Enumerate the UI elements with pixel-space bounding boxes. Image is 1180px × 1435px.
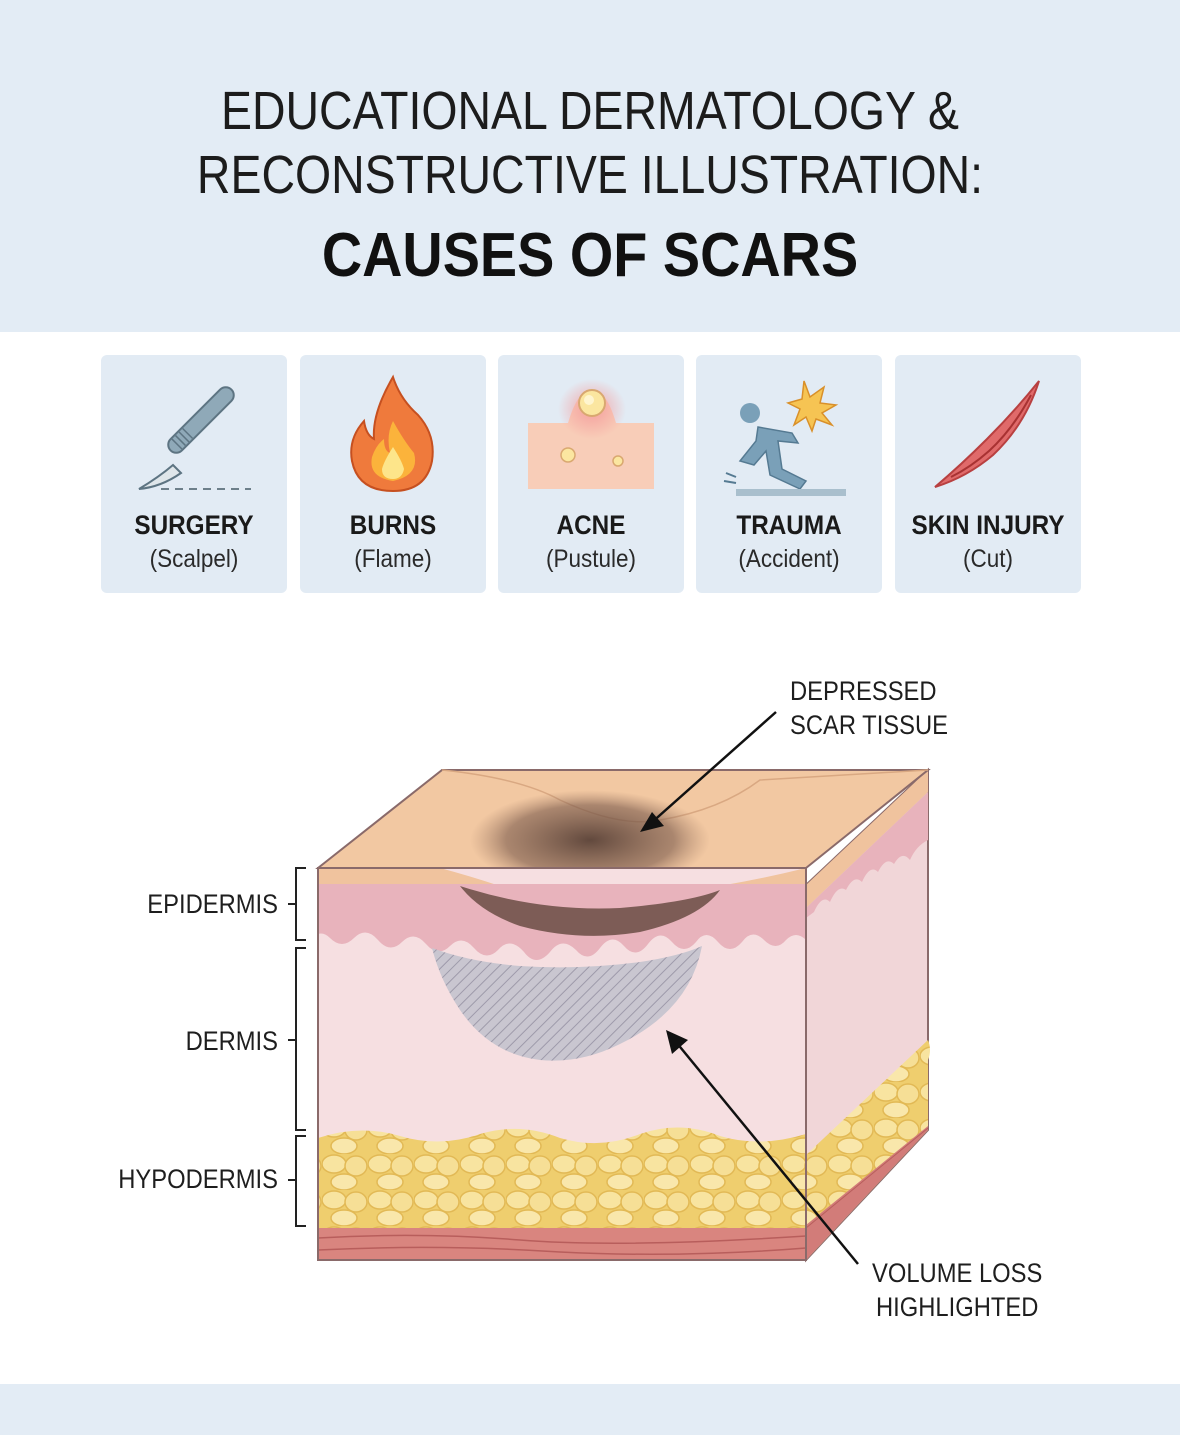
pustule-icon (528, 379, 654, 489)
callout-depressed-line2: SCAR TISSUE (790, 710, 949, 740)
label-hypodermis: HYPODERMIS (118, 1164, 278, 1194)
label-epidermis: EPIDERMIS (147, 889, 278, 919)
footer-band (0, 1384, 1180, 1435)
flame-icon (350, 374, 434, 493)
cause-sublabel: (Accident) (738, 545, 840, 573)
label-dermis: DERMIS (185, 1026, 278, 1056)
skin-block-illustration (288, 711, 931, 1265)
cause-card-trauma: TRAUMA (Accident) (696, 355, 882, 593)
cause-label: TRAUMA (736, 510, 842, 540)
skin-cross-section-diagram: EPIDERMIS DERMIS HYPODERMIS DEPRESSED SC… (0, 650, 1180, 1370)
callout-depressed-line1: DEPRESSED (790, 676, 937, 706)
callout-volume-line2: HIGHLIGHTED (876, 1292, 1039, 1322)
cause-card-surgery: SURGERY (Scalpel) (101, 355, 287, 593)
cause-sublabel: (Scalpel) (149, 545, 239, 573)
causes-row: SURGERY (Scalpel) BURNS (Flame) (101, 355, 1081, 593)
cause-card-skin-injury: SKIN INJURY (Cut) (895, 355, 1081, 593)
cause-card-burns: BURNS (Flame) (300, 355, 486, 593)
cause-sublabel: (Cut) (962, 545, 1014, 573)
cause-card-acne: ACNE (Pustule) (498, 355, 684, 593)
title-line-2: RECONSTRUCTIVE ILLUSTRATION: (196, 145, 984, 205)
cause-sublabel: (Pustule) (545, 545, 637, 573)
header-banner: EDUCATIONAL DERMATOLOGY & RECONSTRUCTIVE… (0, 0, 1180, 332)
scalpel-icon (138, 386, 251, 490)
page-title: CAUSES OF SCARS (321, 221, 859, 290)
callout-volume-line1: VOLUME LOSS (872, 1258, 1043, 1288)
cause-label: BURNS (349, 510, 437, 540)
cause-label: ACNE (556, 510, 626, 540)
falling-person-icon (723, 380, 846, 496)
cause-label: SURGERY (134, 510, 254, 540)
cause-label: SKIN INJURY (911, 510, 1065, 540)
cut-icon (934, 380, 1040, 488)
title-line-1: EDUCATIONAL DERMATOLOGY & (220, 81, 960, 141)
cause-sublabel: (Flame) (354, 545, 432, 573)
